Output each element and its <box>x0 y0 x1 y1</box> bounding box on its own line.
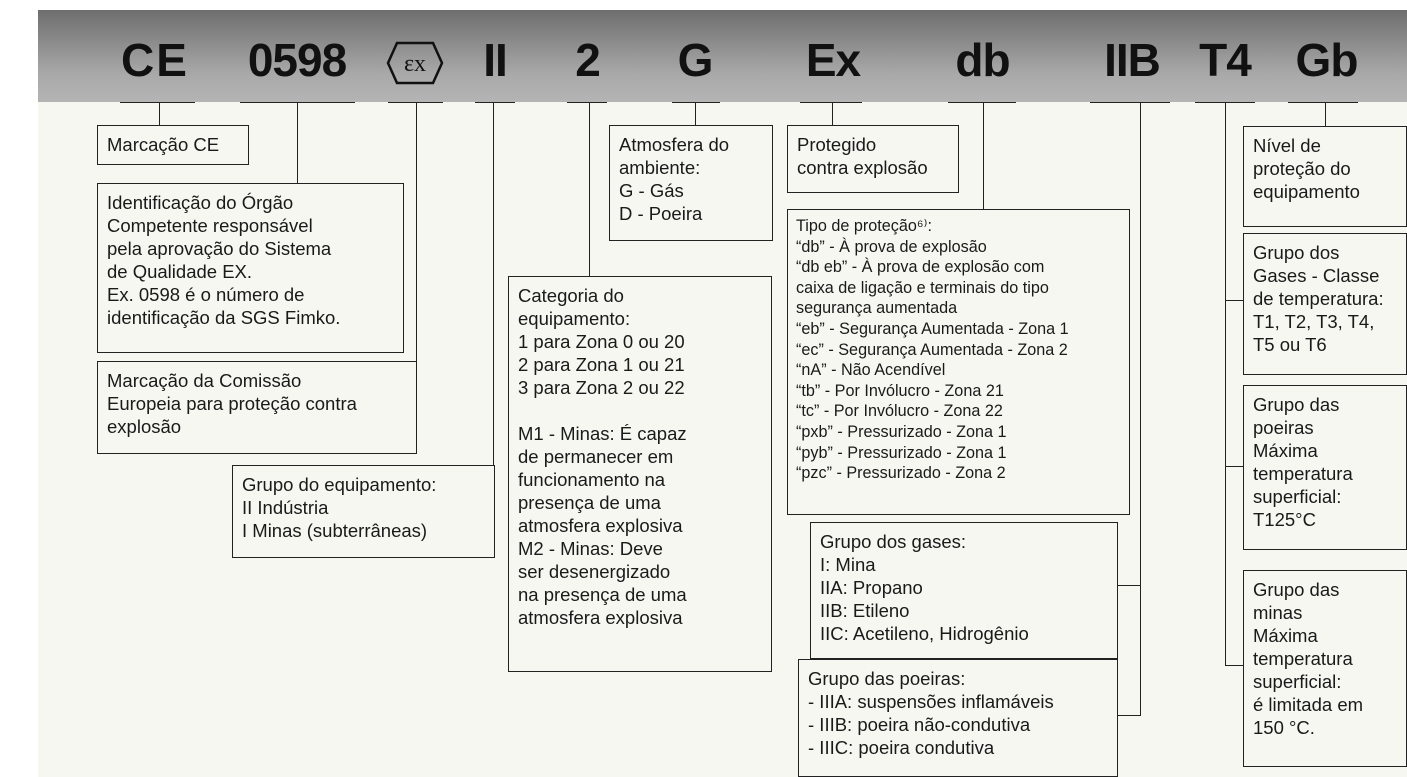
connector-gas-group-trunk <box>1140 102 1141 716</box>
box-atmosphere: Atmosfera do ambiente: G - Gás D - Poeir… <box>609 125 773 241</box>
box-gas-temperature-class: Grupo dos Gases - Classe de temperatura:… <box>1243 233 1407 375</box>
category-underline <box>567 102 607 103</box>
box-protected: Protegido contra explosão <box>787 125 959 193</box>
category-mark: 2 <box>575 34 601 86</box>
temp-class-mark: T4 <box>1199 34 1252 86</box>
epl-mark: Gb <box>1295 34 1359 86</box>
ex-hexagon-icon: εx <box>386 41 444 85</box>
connector-category <box>589 102 590 276</box>
group-underline <box>475 102 515 103</box>
connector-body-number <box>297 102 298 184</box>
ce-underline <box>120 102 195 103</box>
atmosphere-mark: G <box>677 34 714 86</box>
box-equipment-category: Categoria do equipamento: 1 para Zona 0 … <box>508 276 772 672</box>
body-number: 0598 <box>247 34 347 86</box>
ex-symbol-underline <box>388 102 443 103</box>
box-mine-temperature: Grupo das minas Máxima temperatura super… <box>1243 570 1407 767</box>
box-ec-marking: Marcação da Comissão Europeia para prote… <box>97 361 417 454</box>
connector-epl <box>1325 102 1326 126</box>
epl-underline <box>1288 102 1358 103</box>
ce-mark: CE <box>121 34 189 86</box>
connector-dust-temp-branch <box>1225 466 1243 467</box>
ex-mark: Ex <box>805 34 861 86</box>
connector-group <box>493 102 494 465</box>
atmosphere-underline <box>672 102 720 103</box>
box-epl: Nível de proteção do equipamento <box>1243 126 1407 227</box>
protection-mark: db <box>955 34 1010 86</box>
connector-ex <box>832 102 833 126</box>
box-dust-temperature: Grupo das poeiras Máxima temperatura sup… <box>1243 385 1407 550</box>
connector-gas-temp-branch <box>1225 300 1243 301</box>
box-notified-body: Identificação do Órgão Competente respon… <box>97 183 404 353</box>
marking-band <box>38 10 1407 102</box>
connector-mine-temp-branch <box>1225 665 1243 666</box>
group-mark: II <box>483 34 508 86</box>
protection-underline <box>948 102 1016 103</box>
connector-ex-symbol <box>416 102 417 362</box>
connector-gas-groups-branch <box>1117 585 1141 586</box>
connector-atmosphere <box>695 102 696 126</box>
gas-group-underline <box>1090 102 1170 103</box>
box-gas-groups: Grupo dos gases: I: Mina IIA: Propano II… <box>810 522 1118 659</box>
box-ce-marking: Marcação CE <box>97 125 249 165</box>
connector-temp-class-trunk <box>1225 102 1226 666</box>
gas-group-mark: IIB <box>1104 34 1161 86</box>
box-equipment-group: Grupo do equipamento: II Indústria I Min… <box>232 465 495 558</box>
box-dust-groups: Grupo das poeiras: - IIIA: suspensões in… <box>798 659 1118 777</box>
connector-ce <box>159 102 160 125</box>
connector-dust-groups-branch <box>1117 715 1141 716</box>
box-protection-type: Tipo de proteção⁶⁾: “db” - À prova de ex… <box>787 209 1130 515</box>
ex-underline <box>800 102 862 103</box>
svg-text:εx: εx <box>404 51 426 77</box>
connector-protection <box>983 102 984 209</box>
